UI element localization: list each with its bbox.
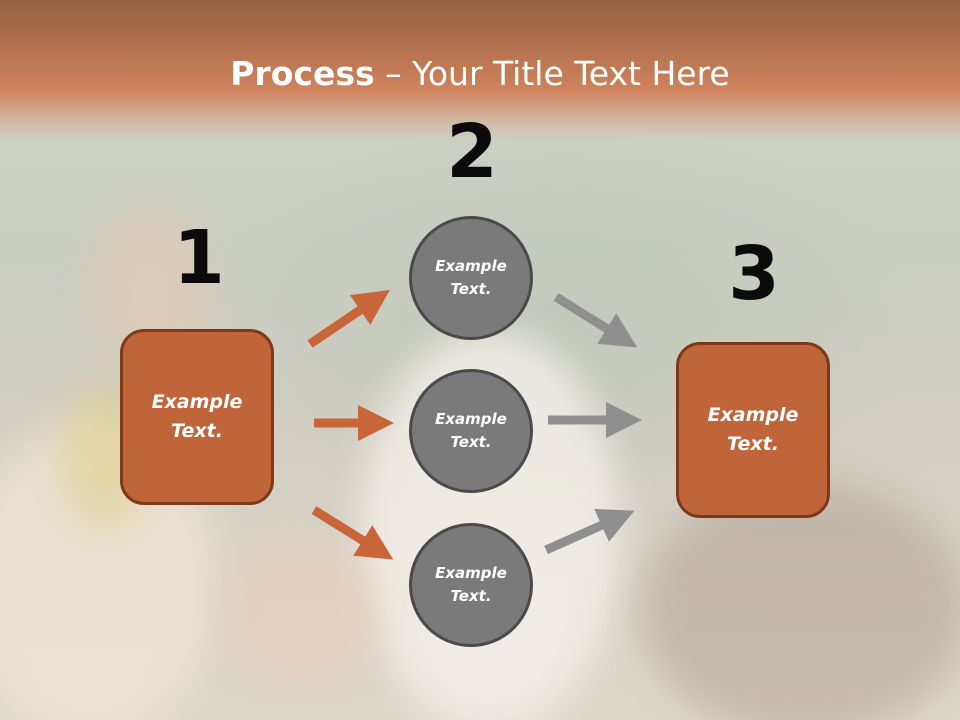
header-band (0, 0, 960, 140)
arrow-box-to-top-circle (307, 289, 390, 348)
arrow-top-circle-to-box (553, 293, 638, 348)
slide-title: Process – Your Title Text Here (0, 52, 960, 96)
arrow-bottom-circle-to-box (544, 508, 635, 555)
circle-bottom: Example Text. (409, 523, 533, 647)
circle-top-text: Example Text. (435, 257, 507, 298)
circle-middle-text: Example Text. (435, 410, 507, 451)
circle-middle: Example Text. (409, 369, 533, 493)
step-number-1: 1 (173, 215, 225, 301)
step-number-3: 3 (728, 231, 780, 317)
background-student-right (640, 480, 960, 720)
arrow-box-to-bottom-circle (311, 506, 394, 560)
step-number-2: 2 (446, 109, 498, 195)
title-rest: – Your Title Text Here (374, 54, 730, 93)
box-step-3: Example Text. (676, 342, 830, 518)
background-hands-bottom (220, 540, 380, 680)
box-step-3-text: Example Text. (707, 404, 799, 455)
box-step-1: Example Text. (120, 329, 274, 505)
circle-bottom-text: Example Text. (435, 564, 507, 605)
box-step-1-text: Example Text. (151, 391, 243, 442)
title-bold: Process (230, 54, 375, 93)
circle-top: Example Text. (409, 216, 533, 340)
